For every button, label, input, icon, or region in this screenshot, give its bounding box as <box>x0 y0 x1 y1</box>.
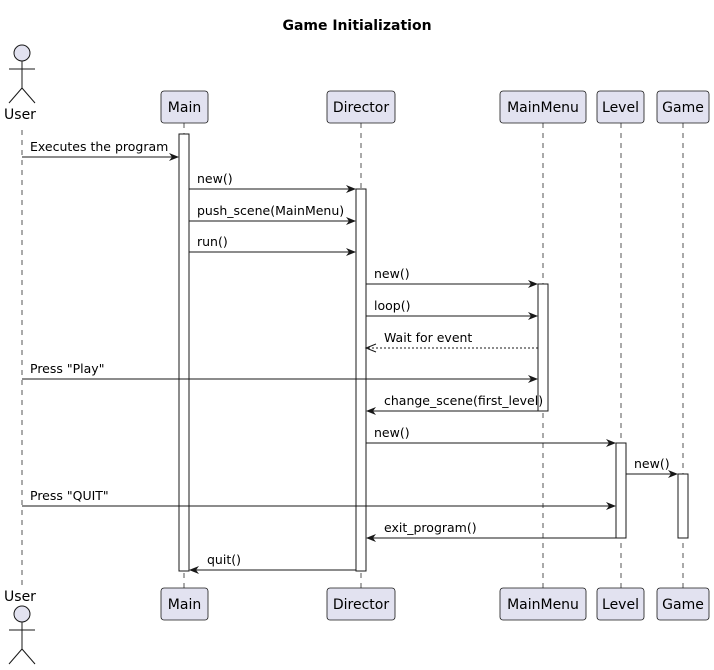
actor-head-icon <box>13 605 31 623</box>
message-1: new() <box>189 171 356 193</box>
activation-director <box>355 188 367 572</box>
participant-label: Main <box>168 100 201 116</box>
actor-left-leg <box>8 648 23 665</box>
message-label: Press "Play" <box>30 361 104 376</box>
participant-box <box>326 90 396 124</box>
participant-box <box>656 587 710 621</box>
participant-box <box>326 587 396 621</box>
participant-main-top: Main <box>160 90 209 124</box>
participant-label: Main <box>168 597 201 613</box>
message-label: change_scene(first_level) <box>384 393 543 408</box>
message-label: Wait for event <box>384 330 472 345</box>
arrowhead-icon <box>366 534 376 542</box>
actor-label: User <box>4 589 36 605</box>
message-10: new() <box>626 456 678 478</box>
diagram-title: Game Initialization <box>282 18 431 34</box>
activation-game <box>677 473 689 539</box>
participant-label: Director <box>333 597 389 613</box>
participant-director-bottom: Director <box>326 587 396 621</box>
actor-head-icon <box>13 44 31 62</box>
participant-box <box>499 90 587 124</box>
message-9: new() <box>366 425 616 447</box>
arrowhead-icon <box>606 439 616 447</box>
message-11: Press "QUIT" <box>22 488 616 510</box>
arrowhead-icon <box>528 280 538 288</box>
message-label: quit() <box>207 552 241 567</box>
arrowhead-icon <box>528 375 538 383</box>
message-8: change_scene(first_level) <box>366 393 543 415</box>
actor-left-leg <box>8 87 23 104</box>
message-4: new() <box>366 266 538 288</box>
arrowhead-icon <box>606 502 616 510</box>
participant-mainmenu-top: MainMenu <box>499 90 587 124</box>
participant-label: Director <box>333 100 389 116</box>
arrowhead-icon <box>346 185 356 193</box>
participant-game-top: Game <box>656 90 710 124</box>
actor-right-leg <box>21 87 36 104</box>
arrowhead-icon <box>366 407 376 415</box>
participant-director-top: Director <box>326 90 396 124</box>
message-label: run() <box>197 234 228 249</box>
arrowhead-icon <box>528 312 538 320</box>
message-label: new() <box>634 456 670 471</box>
participant-level-bottom: Level <box>596 587 645 621</box>
arrowhead-icon <box>346 248 356 256</box>
message-label: exit_program() <box>384 520 477 535</box>
message-12: exit_program() <box>366 520 616 542</box>
message-label: Executes the program <box>30 139 168 154</box>
message-label: Press "QUIT" <box>30 488 109 503</box>
participant-game-bottom: Game <box>656 587 710 621</box>
participant-main-bottom: Main <box>160 587 209 621</box>
participant-box <box>596 587 645 621</box>
participant-mainmenu-bottom: MainMenu <box>499 587 587 621</box>
participant-box <box>499 587 587 621</box>
participant-label: Game <box>662 100 704 116</box>
participant-label: MainMenu <box>507 100 579 116</box>
message-3: run() <box>189 234 356 256</box>
message-label: loop() <box>374 298 410 313</box>
message-5: loop() <box>366 298 538 320</box>
arrowhead-icon <box>668 470 678 478</box>
activation-main <box>178 133 190 572</box>
arrowhead-icon <box>189 566 199 574</box>
participant-label: Level <box>602 100 639 116</box>
participant-box <box>160 587 209 621</box>
participant-level-top: Level <box>596 90 645 124</box>
participant-label: Level <box>602 597 639 613</box>
message-6: Wait for event <box>364 330 538 353</box>
participant-label: MainMenu <box>507 597 579 613</box>
participant-box <box>656 90 710 124</box>
arrowhead-icon <box>364 343 377 353</box>
actor-user-bottom: User <box>4 589 36 665</box>
message-label: new() <box>197 171 233 186</box>
activation-mainmenu <box>537 283 549 412</box>
message-2: push_scene(MainMenu) <box>189 203 356 225</box>
arrowhead-icon <box>346 217 356 225</box>
activation-level <box>615 442 627 539</box>
actor-right-leg <box>21 648 36 665</box>
participant-box <box>596 90 645 124</box>
message-0: Executes the program <box>22 139 179 161</box>
participant-box <box>160 90 209 124</box>
message-7: Press "Play" <box>22 361 538 383</box>
message-label: push_scene(MainMenu) <box>197 203 344 218</box>
actor-user-top: User <box>4 44 36 123</box>
arrowhead-icon <box>169 153 179 161</box>
actor-label: User <box>4 107 36 123</box>
message-label: new() <box>374 425 410 440</box>
participant-label: Game <box>662 597 704 613</box>
message-13: quit() <box>189 552 356 574</box>
message-label: new() <box>374 266 410 281</box>
